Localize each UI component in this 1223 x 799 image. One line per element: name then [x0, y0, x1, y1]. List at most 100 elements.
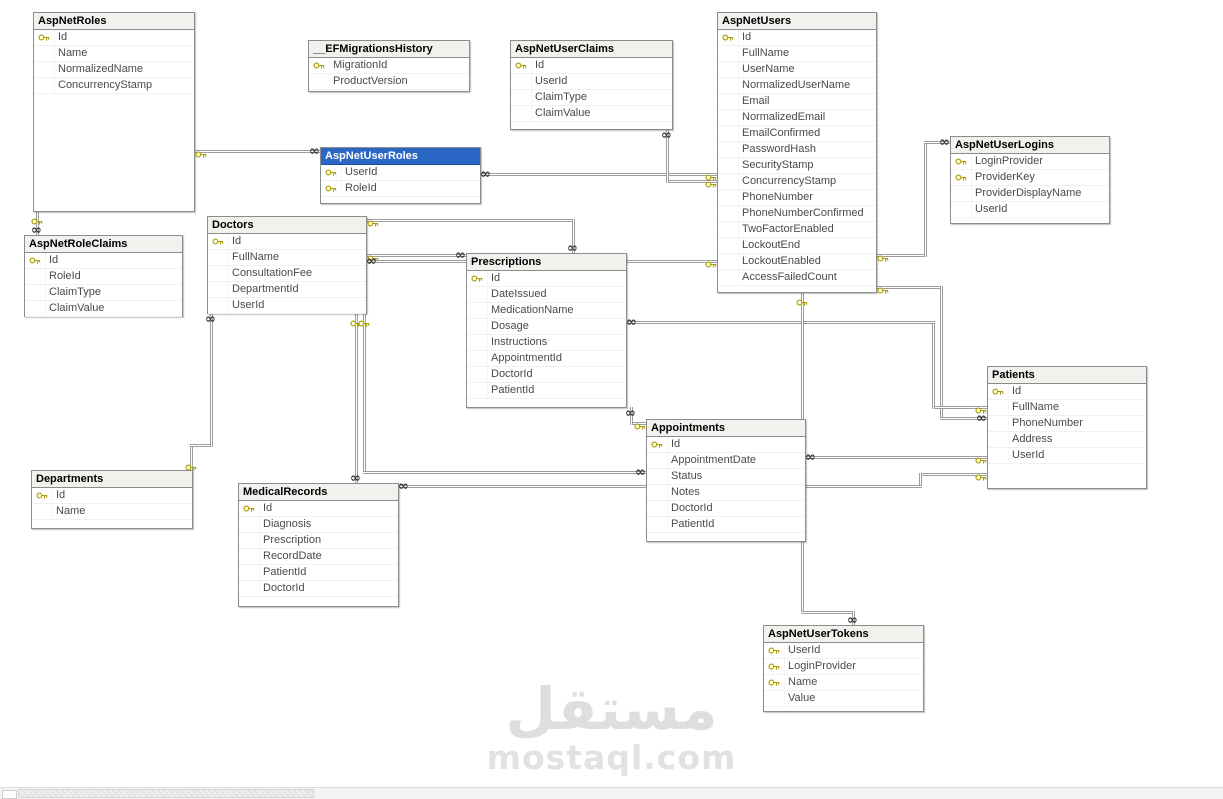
table-header[interactable]: Patients [988, 367, 1146, 384]
column-row[interactable]: NormalizedEmail [718, 110, 876, 126]
table-header[interactable]: AspNetRoles [34, 13, 194, 30]
column-row[interactable]: LockoutEnabled [718, 254, 876, 270]
column-row[interactable]: EmailConfirmed [718, 126, 876, 142]
column-row[interactable]: PatientId [467, 383, 626, 399]
column-row[interactable]: Id [34, 30, 194, 46]
column-row[interactable]: Id [208, 234, 366, 250]
relationship-line[interactable] [190, 444, 193, 472]
relationship-line[interactable] [366, 219, 575, 222]
column-row[interactable]: SecurityStamp [718, 158, 876, 174]
column-row[interactable]: MigrationId [309, 58, 469, 74]
table-aspnetroles[interactable]: AspNetRoles Id Name NormalizedName Concu… [33, 12, 195, 212]
column-row[interactable]: FullName [718, 46, 876, 62]
column-row[interactable]: Id [988, 384, 1146, 400]
column-row[interactable]: NormalizedName [34, 62, 194, 78]
relationship-line[interactable] [924, 141, 927, 257]
column-row[interactable]: UserId [208, 298, 366, 314]
column-row[interactable]: DepartmentId [208, 282, 366, 298]
column-row[interactable]: PhoneNumber [988, 416, 1146, 432]
scrollbar-thumb[interactable] [18, 789, 314, 798]
relationship-line[interactable] [366, 254, 468, 257]
column-row[interactable]: PhoneNumber [718, 190, 876, 206]
column-row[interactable]: Id [647, 437, 805, 453]
column-row[interactable]: Id [718, 30, 876, 46]
column-row[interactable]: FullName [988, 400, 1146, 416]
column-row[interactable]: ConsultationFee [208, 266, 366, 282]
column-row[interactable]: Id [467, 271, 626, 287]
table-aspnetusers[interactable]: AspNetUsers Id FullName UserName Normali… [717, 12, 877, 293]
relationship-line[interactable] [932, 321, 935, 409]
table-header[interactable]: AspNetUserLogins [951, 137, 1109, 154]
column-row[interactable]: Id [25, 253, 182, 269]
column-row[interactable]: Id [32, 488, 192, 504]
column-row[interactable]: MedicationName [467, 303, 626, 319]
relationship-line[interactable] [876, 254, 927, 257]
relationship-line[interactable] [919, 473, 922, 488]
relationship-line[interactable] [355, 313, 358, 485]
relationship-line[interactable] [363, 313, 366, 474]
table-medicalrecords[interactable]: MedicalRecords Id Diagnosis Prescription… [238, 483, 399, 607]
table-header[interactable]: AspNetUsers [718, 13, 876, 30]
relationship-line[interactable] [572, 219, 575, 255]
column-row[interactable]: ClaimValue [511, 106, 672, 122]
column-row[interactable]: Status [647, 469, 805, 485]
column-row[interactable]: Dosage [467, 319, 626, 335]
column-row[interactable]: RoleId [25, 269, 182, 285]
column-row[interactable]: LockoutEnd [718, 238, 876, 254]
column-row[interactable]: ClaimType [25, 285, 182, 301]
relationship-line[interactable] [194, 150, 322, 153]
column-row[interactable]: PatientId [647, 517, 805, 533]
table-header[interactable]: AspNetUserTokens [764, 626, 923, 643]
table-aspnetuserclaims[interactable]: AspNetUserClaims Id UserId ClaimType Cla… [510, 40, 673, 130]
column-row[interactable]: ProductVersion [309, 74, 469, 90]
column-row[interactable]: ConcurrencyStamp [718, 174, 876, 190]
column-row[interactable]: Diagnosis [239, 517, 398, 533]
column-row[interactable]: Email [718, 94, 876, 110]
column-row[interactable]: NormalizedUserName [718, 78, 876, 94]
relationship-line[interactable] [801, 611, 855, 614]
column-row[interactable]: Name [764, 675, 923, 691]
relationship-line[interactable] [919, 473, 989, 476]
column-row[interactable]: RecordDate [239, 549, 398, 565]
column-row[interactable]: ProviderKey [951, 170, 1109, 186]
column-row[interactable]: Name [34, 46, 194, 62]
table-prescriptions[interactable]: Prescriptions Id DateIssued MedicationNa… [466, 253, 627, 408]
column-row[interactable]: AccessFailedCount [718, 270, 876, 286]
column-row[interactable]: UserId [951, 202, 1109, 218]
table-aspnetuserlogins[interactable]: AspNetUserLogins LoginProvider ProviderK… [950, 136, 1110, 224]
relationship-line[interactable] [363, 471, 648, 474]
relationship-line[interactable] [666, 180, 719, 183]
relationship-line[interactable] [876, 286, 943, 289]
column-row[interactable]: DoctorId [647, 501, 805, 517]
table-header[interactable]: MedicalRecords [239, 484, 398, 501]
column-row[interactable]: TwoFactorEnabled [718, 222, 876, 238]
column-row[interactable]: ProviderDisplayName [951, 186, 1109, 202]
table-aspnetroleclaims[interactable]: AspNetRoleClaims Id RoleId ClaimType Cla… [24, 235, 183, 317]
table-header[interactable]: Prescriptions [467, 254, 626, 271]
table-header[interactable]: AspNetRoleClaims [25, 236, 182, 253]
column-row[interactable]: DoctorId [467, 367, 626, 383]
table-departments[interactable]: Departments Id Name [31, 470, 193, 529]
column-row[interactable]: FullName [208, 250, 366, 266]
column-row[interactable]: UserId [988, 448, 1146, 464]
column-row[interactable]: AppointmentId [467, 351, 626, 367]
table-appointments[interactable]: Appointments Id AppointmentDate Status N… [646, 419, 806, 542]
relationship-line[interactable] [630, 407, 633, 425]
column-row[interactable]: UserId [764, 643, 923, 659]
table-aspnetusertokens[interactable]: AspNetUserTokens UserId LoginProvider Na… [763, 625, 924, 712]
table-header[interactable]: Departments [32, 471, 192, 488]
column-row[interactable]: Value [764, 691, 923, 707]
column-row[interactable]: PasswordHash [718, 142, 876, 158]
table-aspnetuserroles[interactable]: AspNetUserRoles UserId RoleId [320, 147, 481, 204]
table-header[interactable]: __EFMigrationsHistory [309, 41, 469, 58]
column-row[interactable]: Prescription [239, 533, 398, 549]
column-row[interactable]: ClaimValue [25, 301, 182, 317]
relationship-line[interactable] [940, 417, 989, 420]
column-row[interactable]: LoginProvider [764, 659, 923, 675]
column-row[interactable]: ConcurrencyStamp [34, 78, 194, 94]
relationship-line[interactable] [666, 129, 669, 183]
column-row[interactable]: Instructions [467, 335, 626, 351]
relationship-line[interactable] [36, 211, 39, 237]
relationship-line[interactable] [480, 173, 719, 176]
column-row[interactable]: Id [511, 58, 672, 74]
